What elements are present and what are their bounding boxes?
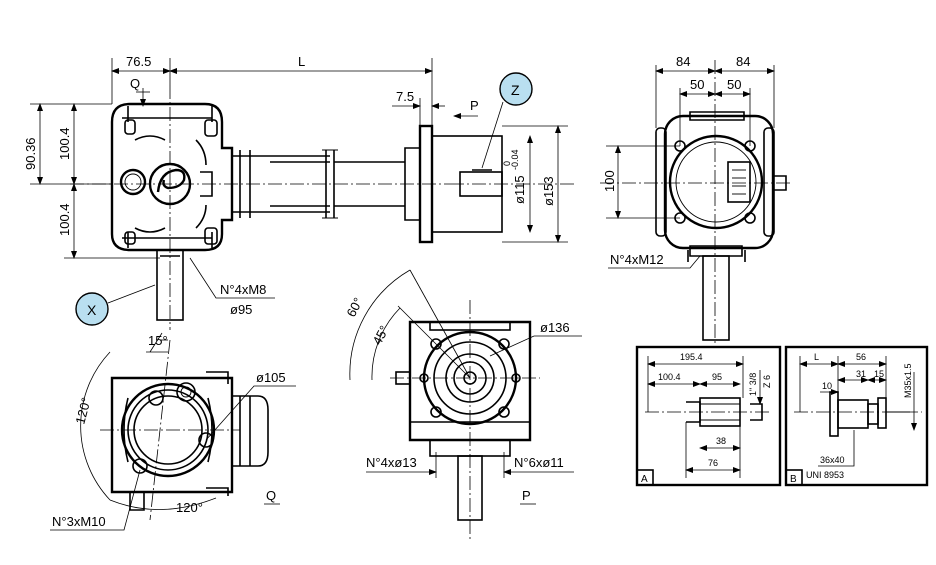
dim-90-36: 90.36 (23, 137, 38, 170)
detail-a-letter: A (641, 474, 648, 485)
view-p: 60° 45° ø136 N°4xø13 N°6xø11 P (343, 269, 582, 540)
callout-z (499, 72, 533, 106)
dim-d115: ø115 (512, 175, 527, 204)
angle-60: 60° (343, 295, 365, 319)
gearbox-body (110, 102, 234, 252)
dim-100-4-lower: 100.4 (57, 203, 72, 236)
angle-45: 45° (369, 323, 391, 347)
dim-L: L (298, 54, 305, 69)
dim-31-b: 31 (856, 369, 866, 379)
z-a: Z 6 (762, 375, 772, 388)
label-Q-top: Q (130, 76, 140, 91)
thread-b: M35x1.5 (903, 363, 913, 398)
detail-a: A 195.4 100.4 95 38 76 1" 3/8 Z 6 (635, 345, 782, 487)
top-view: 76.5 L 7.5 P Q 90.36 100.4 100.4 ø115 0 … (23, 54, 575, 330)
side-housing (663, 114, 775, 250)
hole-circle-95: ø95 (230, 302, 252, 317)
label-P-view: P (522, 488, 531, 503)
output-tube (232, 155, 330, 213)
callout-x (75, 292, 109, 326)
drain-plug (119, 168, 147, 196)
dim-95-a: 95 (712, 372, 722, 382)
dim-d136: ø136 (540, 320, 570, 335)
q-housing (110, 376, 234, 494)
p-shaft (457, 455, 483, 521)
dim-100-4-a: 100.4 (658, 372, 681, 382)
label-Q-view: Q (266, 488, 276, 503)
holes-4xM12: N°4xM12 (610, 252, 664, 267)
dim-d115-tol-bottom: -0.04 (510, 149, 520, 170)
callout-x-label: X (87, 302, 97, 318)
angle-120-b: 120° (176, 500, 203, 515)
dim-195-4: 195.4 (680, 352, 703, 362)
q-tube (232, 395, 269, 467)
logo-boss (148, 162, 192, 206)
dim-100-4-upper: 100.4 (57, 127, 72, 160)
dim-d115-tol-top: 0 (502, 161, 512, 166)
dim-d105: ø105 (256, 370, 286, 385)
dim-L-b: L (814, 352, 819, 362)
dim-38-a: 38 (716, 436, 726, 446)
dim-15-b: 15 (874, 369, 884, 379)
dim-7-5: 7.5 (396, 89, 414, 104)
dim-84-left: 84 (676, 54, 690, 69)
side-view: 84 84 50 50 100 N°4xM12 (600, 54, 790, 345)
label-P-top: P (470, 98, 479, 113)
angle-120-a: 120° (72, 396, 93, 426)
dim-100: 100 (602, 170, 617, 192)
dim-d153: ø153 (541, 176, 556, 206)
side-shaft (702, 255, 730, 341)
angle-15: 15° (148, 333, 168, 348)
dim-50-left: 50 (690, 77, 704, 92)
dim-10-b: 10 (822, 381, 832, 391)
holes-3xM10: N°3xM10 (52, 514, 106, 529)
detail-a-frame (635, 345, 782, 487)
dim-76-a: 76 (708, 458, 718, 468)
holes-4xM8: N°4xM8 (220, 282, 266, 297)
detail-b-shaft (837, 399, 869, 429)
spline-a: 1" 3/8 (748, 373, 758, 396)
input-shaft (156, 249, 184, 321)
spline-b: 36x40 (820, 455, 845, 465)
detail-b-frame (784, 345, 929, 487)
standard-b: UNI 8953 (806, 470, 844, 480)
dim-56-b: 56 (856, 352, 866, 362)
view-q: 15° 120° 120° ø105 N°3xM10 Q (50, 332, 296, 531)
dim-84-right: 84 (736, 54, 750, 69)
callout-z-label: Z (511, 82, 520, 98)
detail-b: B L 56 31 15 10 M35x1.5 36x40 UNI 8953 (784, 345, 929, 487)
dim-76-5: 76.5 (126, 54, 151, 69)
holes-6xd11: N°6xø11 (514, 455, 564, 470)
dim-50-right: 50 (727, 77, 741, 92)
holes-4xd13: N°4xø13 (366, 455, 417, 470)
detail-b-letter: B (790, 474, 797, 485)
detail-a-shaft (699, 397, 741, 427)
